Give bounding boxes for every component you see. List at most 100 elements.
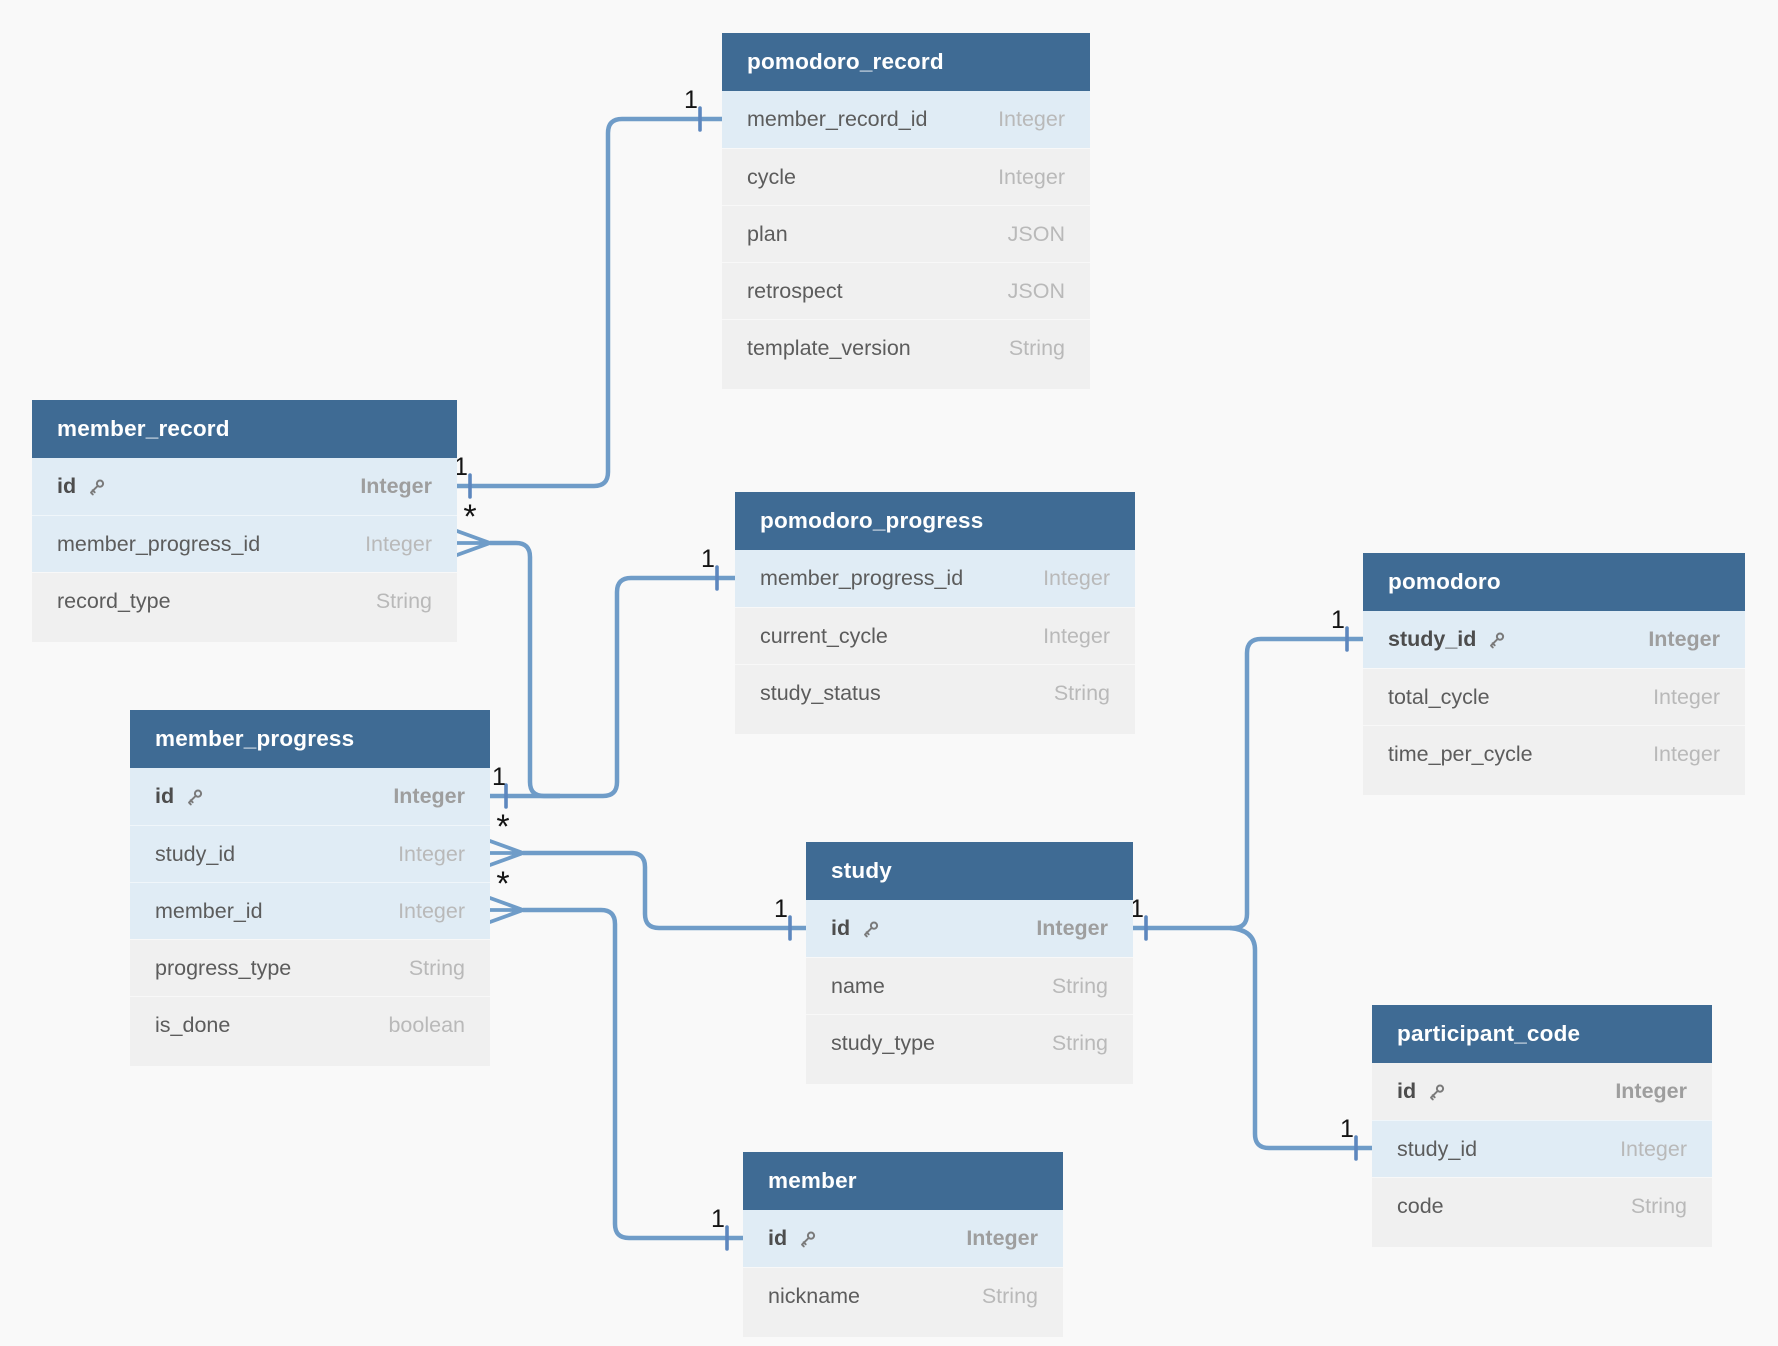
field-row-record_type[interactable]: record_type String xyxy=(32,572,457,629)
field-type: String xyxy=(408,955,465,980)
field-type: Integer xyxy=(360,474,432,498)
field-row-plan[interactable]: plan JSON xyxy=(722,205,1090,262)
table-member[interactable]: member id Integer nickname String xyxy=(743,1152,1063,1337)
table-footer xyxy=(130,1053,490,1066)
field-name: member_progress_id xyxy=(57,516,260,573)
field-name-text: member_id xyxy=(155,898,263,923)
table-header[interactable]: pomodoro xyxy=(1363,553,1745,611)
field-name: record_type xyxy=(57,573,171,630)
field-name: is_done xyxy=(155,997,230,1054)
field-row-name[interactable]: name String xyxy=(806,957,1133,1014)
field-type: Integer xyxy=(398,841,465,866)
field-name: id xyxy=(1397,1063,1446,1120)
field-row-is_done[interactable]: is_done boolean xyxy=(130,996,490,1053)
field-name: id xyxy=(768,1210,817,1267)
field-name: cycle xyxy=(747,149,796,206)
table-footer xyxy=(735,721,1135,734)
field-name-text: code xyxy=(1397,1193,1444,1218)
field-name: current_cycle xyxy=(760,608,888,665)
field-row-id[interactable]: id Integer xyxy=(743,1210,1063,1267)
primary-key-icon xyxy=(1490,632,1505,649)
field-row-progress_type[interactable]: progress_type String xyxy=(130,939,490,996)
field-type: boolean xyxy=(388,1012,465,1037)
field-name-text: study_status xyxy=(760,680,881,705)
field-name: id xyxy=(155,768,204,825)
field-name-text: id xyxy=(1397,1079,1417,1103)
field-row-member_progress_id[interactable]: member_progress_id Integer xyxy=(32,515,457,572)
field-name: template_version xyxy=(747,320,911,377)
field-row-study_id[interactable]: study_id Integer xyxy=(1363,611,1745,668)
field-name-text: template_version xyxy=(747,335,911,360)
field-type: Integer xyxy=(1043,566,1110,590)
field-name: code xyxy=(1397,1178,1444,1235)
field-name: member_record_id xyxy=(747,91,927,148)
table-header[interactable]: participant_code xyxy=(1372,1005,1712,1063)
field-name: id xyxy=(57,458,106,515)
field-type: String xyxy=(375,588,432,613)
field-name-text: member_progress_id xyxy=(57,531,261,556)
field-name-text: retrospect xyxy=(747,278,843,303)
field-type: String xyxy=(1051,1030,1108,1055)
table-header[interactable]: member xyxy=(743,1152,1063,1210)
field-name-text: progress_type xyxy=(155,955,292,980)
field-name-text: study_id xyxy=(1388,627,1477,651)
field-name-text: study_id xyxy=(155,841,236,866)
table-header[interactable]: member_progress xyxy=(130,710,490,768)
table-header[interactable]: member_record xyxy=(32,400,457,458)
field-type: Integer xyxy=(365,531,432,556)
field-name: study_id xyxy=(1397,1121,1477,1178)
primary-key-icon xyxy=(90,479,105,496)
primary-key-icon xyxy=(1430,1084,1445,1101)
field-name-text: is_done xyxy=(155,1012,231,1037)
field-row-template_version[interactable]: template_version String xyxy=(722,319,1090,376)
field-name-text: record_type xyxy=(57,588,171,613)
table-header[interactable]: pomodoro_progress xyxy=(735,492,1135,550)
field-name-text: plan xyxy=(747,221,788,246)
field-name: name xyxy=(831,958,885,1015)
field-name-text: current_cycle xyxy=(760,623,888,648)
field-type: Integer xyxy=(966,1226,1038,1250)
field-row-id[interactable]: id Integer xyxy=(32,458,457,515)
table-header[interactable]: pomodoro_record xyxy=(722,33,1090,91)
field-row-study_id[interactable]: study_id Integer xyxy=(130,825,490,882)
field-name: member_id xyxy=(155,883,263,940)
field-row-study_status[interactable]: study_status String xyxy=(735,664,1135,721)
field-name-text: nickname xyxy=(768,1283,861,1308)
field-type: String xyxy=(981,1283,1038,1308)
field-type: Integer xyxy=(1653,741,1720,766)
field-row-member_id[interactable]: member_id Integer xyxy=(130,882,490,939)
field-row-time_per_cycle[interactable]: time_per_cycle Integer xyxy=(1363,725,1745,782)
table-footer xyxy=(1363,782,1745,795)
field-row-nickname[interactable]: nickname String xyxy=(743,1267,1063,1324)
field-type: String xyxy=(1008,335,1065,360)
field-name: time_per_cycle xyxy=(1388,726,1533,783)
field-type: String xyxy=(1053,680,1110,705)
field-type: JSON xyxy=(1007,221,1065,246)
table-header[interactable]: study xyxy=(806,842,1133,900)
field-name-text: id xyxy=(831,916,851,940)
field-type: String xyxy=(1051,973,1108,998)
field-name-text: id xyxy=(768,1226,788,1250)
field-type: Integer xyxy=(1648,627,1720,651)
field-type: Integer xyxy=(398,898,465,923)
